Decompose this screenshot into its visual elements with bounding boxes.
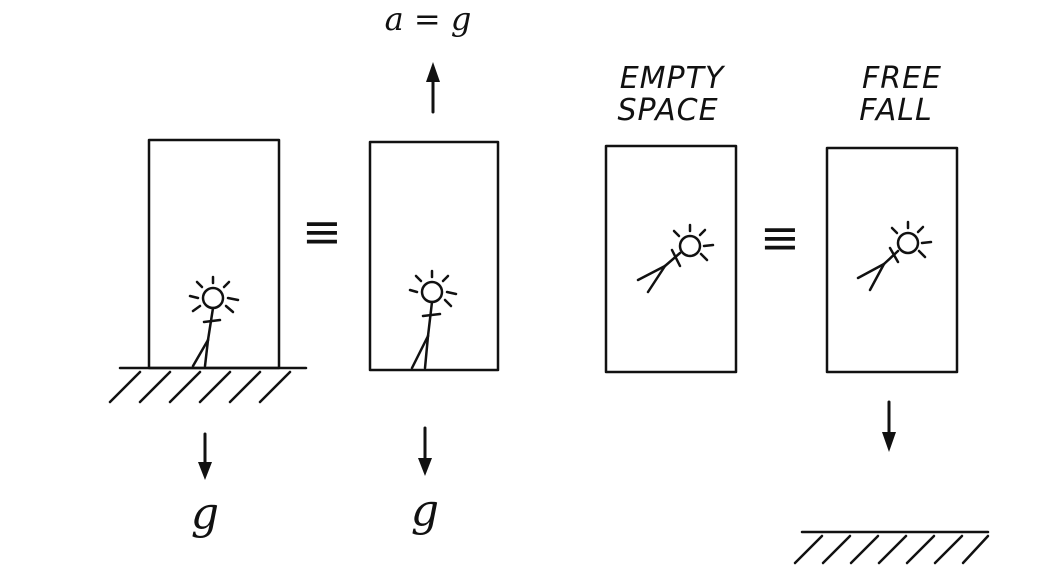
panel-accelerating-room: a = g g	[368, 0, 500, 536]
equivalence-symbol-2: ≡	[760, 210, 800, 266]
gravity-arrow-2	[418, 426, 432, 476]
up-arrow	[426, 62, 440, 114]
free-fall-label-line1: FREE	[862, 61, 942, 96]
ground-hatch-1	[108, 366, 308, 404]
free-fall-label-line2: FALL	[859, 93, 932, 128]
panel-empty-space: EMPTY SPACE	[604, 61, 738, 374]
room-box-3	[604, 144, 738, 374]
room-box-4	[825, 146, 959, 374]
accel-label: a = g	[385, 0, 472, 38]
equivalence-symbol-1: ≡	[302, 204, 342, 260]
standing-person-1	[188, 275, 240, 368]
standing-person-2	[408, 269, 458, 370]
floating-person-3	[636, 223, 715, 294]
empty-space-label-line1: EMPTY	[620, 61, 726, 96]
room-box-1	[147, 138, 281, 370]
panel-free-fall: FREE FALL	[793, 61, 990, 565]
floating-person-4	[856, 220, 933, 292]
gravity-label-1: g	[191, 488, 219, 539]
room-box-2	[368, 140, 500, 372]
gravity-arrow-1	[198, 432, 212, 480]
empty-space-label-line2: SPACE	[617, 93, 718, 128]
fall-arrow	[882, 400, 896, 452]
panel-ground-room: g	[108, 138, 308, 539]
ground-hatch-2	[793, 530, 990, 565]
gravity-label-2: g	[411, 485, 439, 536]
